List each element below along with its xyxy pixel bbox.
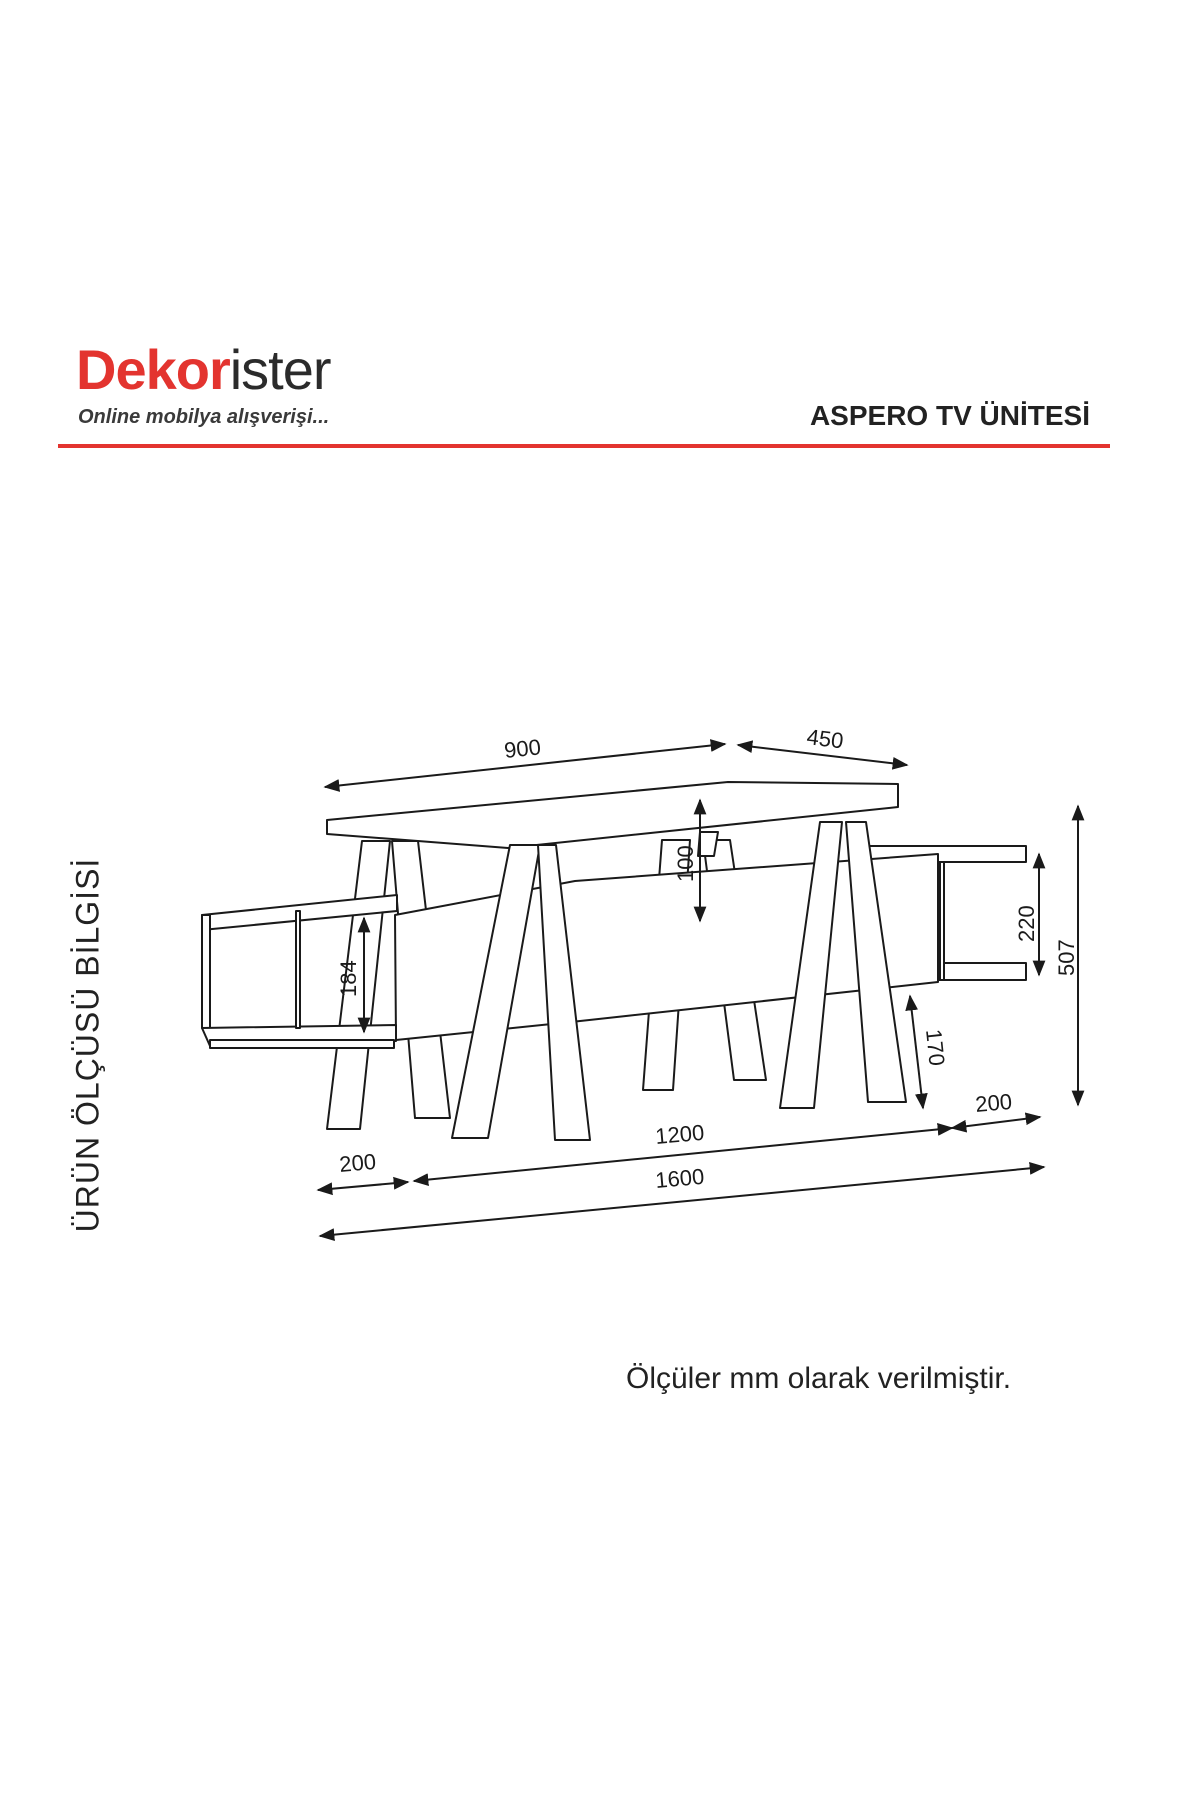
product-title: ASPERO TV ÜNİTESİ	[809, 400, 1090, 431]
dim-line-900	[323, 739, 727, 792]
dim-label-900: 900	[503, 734, 542, 763]
brand-tagline: Online mobilya alışverişi...	[78, 406, 330, 428]
dim-line-1600	[318, 1161, 1046, 1242]
dim-label-220: 220	[1014, 905, 1039, 942]
dim-label-507: 507	[1054, 939, 1079, 976]
dim-line-450	[736, 740, 909, 770]
dim-label-170: 170	[921, 1028, 950, 1067]
dim-label-184: 184	[336, 960, 361, 997]
dim-label-100: 100	[673, 845, 698, 882]
dim-line-200-left	[316, 1176, 410, 1196]
left-shelf-divider	[295, 910, 301, 1029]
dimension-lines	[316, 739, 1085, 1242]
right-shelf-side	[939, 861, 945, 981]
left-shelf-bottom-lip	[209, 1039, 395, 1049]
dim-label-450: 450	[805, 724, 844, 753]
front-leg-right-a	[779, 821, 843, 1109]
units-note: Ölçüler mm olarak verilmiştir.	[626, 1362, 1012, 1395]
header-divider	[58, 444, 1110, 448]
brand-logo-part-2: ister	[229, 338, 332, 401]
dim-label-200-right: 200	[974, 1089, 1013, 1117]
dim-line-200-right	[950, 1112, 1042, 1133]
dim-line-170	[905, 994, 928, 1110]
left-shelf-side	[201, 914, 211, 1029]
brand-logo: Dekorister	[76, 338, 332, 401]
furniture-outline	[201, 781, 1027, 1141]
dim-label-200-left: 200	[338, 1149, 377, 1177]
table-top	[326, 781, 899, 849]
dim-label-1200: 1200	[654, 1120, 705, 1149]
brand-logo-part-1: Dekor	[76, 338, 231, 401]
dim-label-1600: 1600	[654, 1164, 705, 1193]
